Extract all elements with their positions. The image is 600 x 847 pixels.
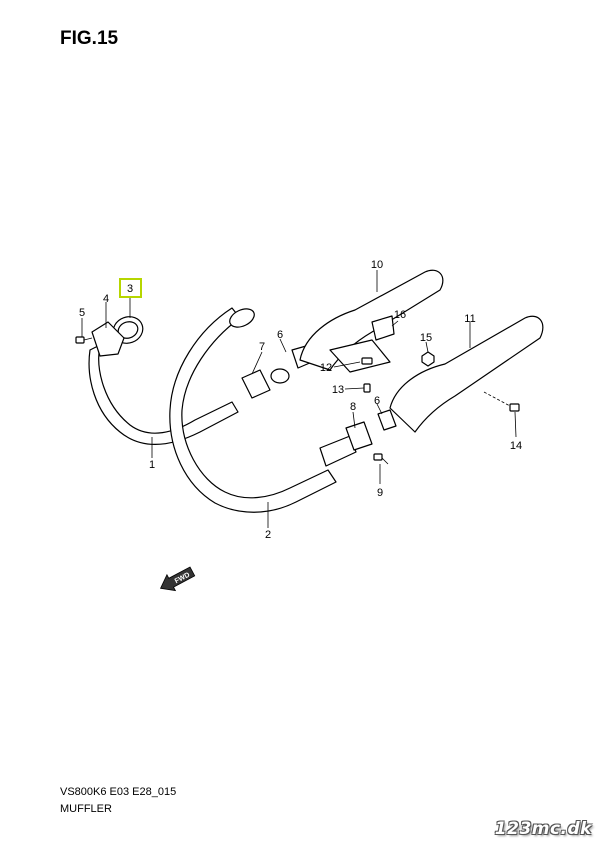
diagram-code: VS800K6 E03 E28_015 xyxy=(60,786,177,798)
bolt-5[interactable] xyxy=(75,336,93,344)
forward-direction-arrow-icon: FWD xyxy=(159,566,196,592)
leader-lines xyxy=(81,270,517,528)
exhaust-pipe-2[interactable] xyxy=(169,305,357,513)
callout-11[interactable]: 11 xyxy=(464,313,475,325)
callout-3-highlight xyxy=(119,278,142,298)
figure-title: FIG.15 xyxy=(60,28,119,49)
callout-8[interactable]: 8 xyxy=(350,401,356,413)
callout-6-upper[interactable]: 6 xyxy=(277,329,283,341)
callout-9[interactable]: 9 xyxy=(377,487,383,499)
callout-15[interactable]: 15 xyxy=(420,332,432,344)
callout-2[interactable]: 2 xyxy=(265,529,271,541)
bracket-16[interactable] xyxy=(371,315,395,341)
clamp-6-lower[interactable] xyxy=(377,409,397,431)
fwd-label: FWD xyxy=(174,572,191,586)
callout-5[interactable]: 5 xyxy=(79,307,85,319)
watermark-logo: 123mc.dk xyxy=(494,819,592,839)
bolt-9[interactable] xyxy=(373,453,389,465)
callout-3[interactable]: 3 xyxy=(127,283,133,295)
callout-6-lower[interactable]: 6 xyxy=(374,395,380,407)
bolt-14[interactable] xyxy=(483,391,520,412)
callout-16[interactable]: 16 xyxy=(394,309,406,321)
clamp-7[interactable] xyxy=(241,368,290,399)
callout-4[interactable]: 4 xyxy=(103,293,109,305)
bolt-13[interactable] xyxy=(363,383,371,393)
nut-15[interactable] xyxy=(421,351,435,367)
callout-10[interactable]: 10 xyxy=(371,259,383,271)
muffler-11[interactable] xyxy=(389,315,544,433)
callout-1[interactable]: 1 xyxy=(149,459,155,471)
bolt-12[interactable] xyxy=(361,357,373,365)
muffler-10[interactable] xyxy=(299,269,444,373)
exhaust-flange-4[interactable] xyxy=(91,321,125,357)
callout-12[interactable]: 12 xyxy=(320,362,332,374)
clamp-8[interactable] xyxy=(345,421,373,451)
callout-13[interactable]: 13 xyxy=(332,384,344,396)
callout-14[interactable]: 14 xyxy=(510,440,522,452)
exhaust-pipe-1[interactable] xyxy=(88,344,239,445)
callout-7[interactable]: 7 xyxy=(259,341,265,353)
diagram-name: MUFFLER xyxy=(60,803,112,815)
